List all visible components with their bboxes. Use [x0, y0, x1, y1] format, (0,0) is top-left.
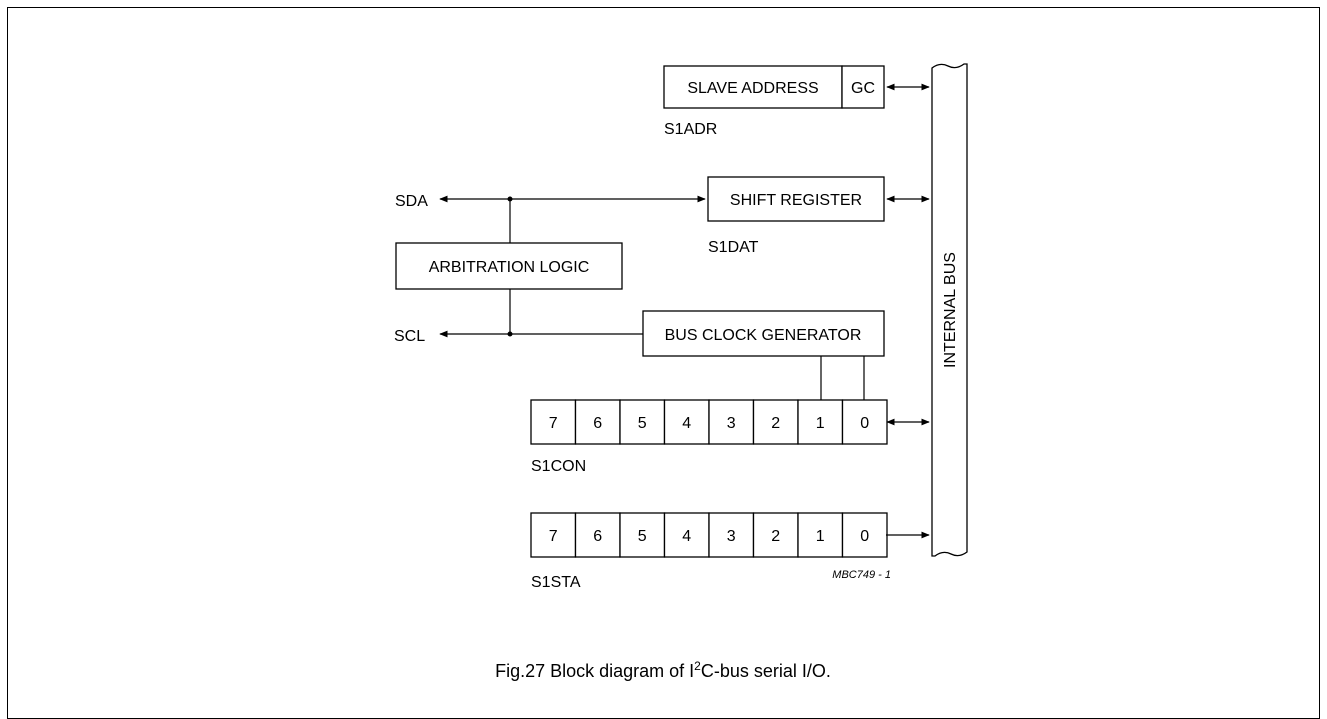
s1con-bit-7: 7	[530, 399, 577, 445]
s1con-register: 7 6 5 4 3 2 1 0	[530, 399, 888, 445]
drawing-code: MBC749 - 1	[832, 569, 891, 581]
s1sta-register: 7 6 5 4 3 2 1 0	[530, 512, 888, 558]
scl-junction	[507, 331, 513, 337]
caption-superscript: 2	[694, 659, 701, 673]
s1con-bit-4: 4	[663, 399, 710, 445]
s1con-bit-5: 5	[619, 399, 666, 445]
s1con-bit-0: 0	[841, 399, 888, 445]
s1sta-bit-3: 3	[708, 512, 755, 558]
s1con-bit-label: 0	[860, 415, 869, 432]
s1sta-bit-label: 7	[549, 528, 558, 545]
slave-address-register: SLAVE ADDRESS GC	[663, 65, 885, 109]
s1sta-bit-0: 0	[841, 512, 888, 558]
scl-label: SCL	[394, 328, 425, 345]
s1con-bit-2: 2	[752, 399, 799, 445]
internal-bus-label: INTERNAL BUS	[942, 252, 959, 368]
s1sta-bit-5: 5	[619, 512, 666, 558]
s1sta-bit-label: 6	[593, 528, 602, 545]
s1con-bit-label: 2	[771, 415, 780, 432]
s1sta-bit-label: 5	[638, 528, 647, 545]
s1sta-bit-6: 6	[574, 512, 621, 558]
s1con-bit-label: 1	[816, 415, 825, 432]
figure-caption: Fig.27 Block diagram of I2C-bus serial I…	[495, 659, 831, 681]
s1con-bit-6: 6	[574, 399, 621, 445]
shift-register-label: SHIFT REGISTER	[730, 192, 862, 209]
bus-clock-generator-label: BUS CLOCK GENERATOR	[665, 327, 862, 344]
s1sta-bit-label: 4	[682, 528, 691, 545]
s1con-bit-3: 3	[708, 399, 755, 445]
s1con-bit-label: 6	[593, 415, 602, 432]
slave-address-label: SLAVE ADDRESS	[687, 80, 818, 97]
s1con-bit-1: 1	[797, 399, 844, 445]
s1dat-label: S1DAT	[708, 239, 759, 256]
s1sta-bit-label: 1	[816, 528, 825, 545]
s1sta-bit-4: 4	[663, 512, 710, 558]
s1sta-bit-label: 3	[727, 528, 736, 545]
arbitration-logic: ARBITRATION LOGIC	[395, 242, 623, 290]
s1sta-bit-1: 1	[797, 512, 844, 558]
s1adr-label: S1ADR	[664, 121, 717, 138]
arbitration-logic-label: ARBITRATION LOGIC	[429, 259, 590, 276]
s1sta-bit-label: 0	[860, 528, 869, 545]
internal-bus: INTERNAL BUS	[931, 63, 968, 557]
s1sta-bit-7: 7	[530, 512, 577, 558]
s1con-label: S1CON	[531, 458, 586, 475]
s1con-bit-label: 3	[727, 415, 736, 432]
s1sta-label: S1STA	[531, 574, 581, 591]
sda-label: SDA	[395, 193, 428, 210]
s1sta-bit-label: 2	[771, 528, 780, 545]
shift-register: SHIFT REGISTER	[707, 176, 885, 222]
s1con-bit-label: 4	[682, 415, 691, 432]
gc-label: GC	[851, 80, 875, 97]
bus-clock-generator: BUS CLOCK GENERATOR	[642, 310, 885, 357]
s1sta-bit-2: 2	[752, 512, 799, 558]
s1con-bit-label: 5	[638, 415, 647, 432]
figure-frame	[7, 7, 1320, 719]
s1con-bit-label: 7	[549, 415, 558, 432]
